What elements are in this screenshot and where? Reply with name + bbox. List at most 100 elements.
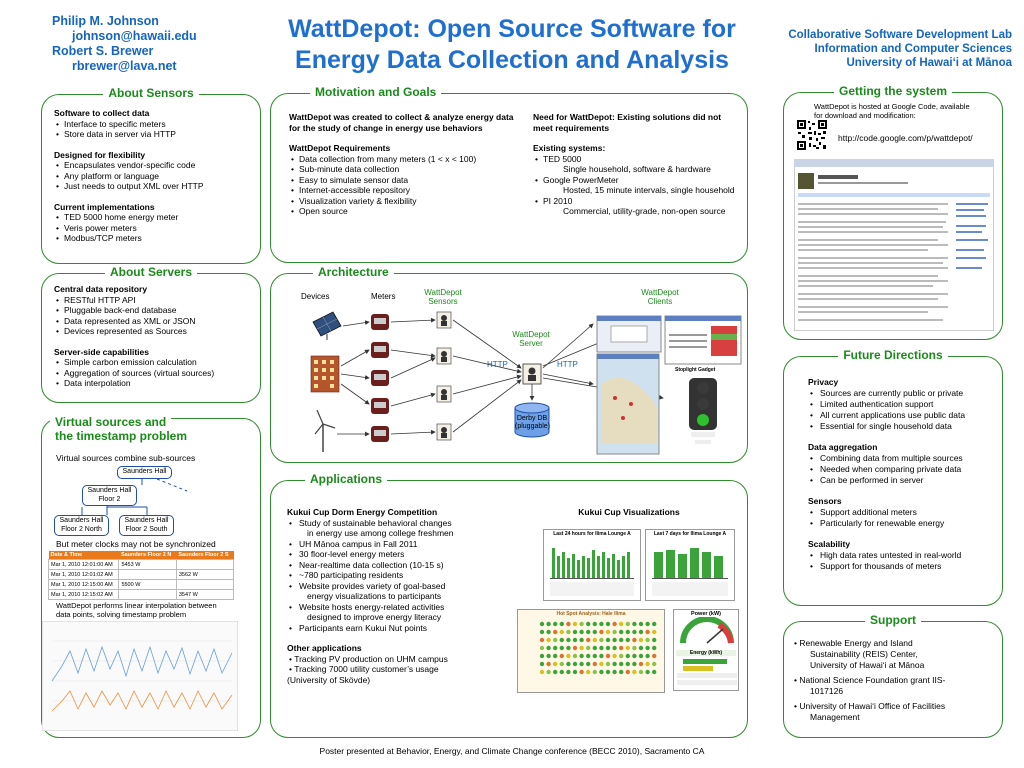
hotspot-dot bbox=[559, 645, 564, 651]
solar-panel-icon bbox=[312, 311, 342, 340]
hotspot-dot bbox=[572, 629, 578, 635]
hotspot-dot bbox=[539, 621, 545, 627]
hotspot-dot bbox=[638, 661, 644, 667]
hotspot-dot bbox=[599, 661, 604, 667]
hotspot-dot bbox=[566, 653, 571, 659]
about-servers-panel: About Servers Central data repository RE… bbox=[41, 265, 261, 403]
hotspot-dot bbox=[619, 661, 624, 667]
node-saunders-hall: Saunders Hall bbox=[117, 466, 172, 479]
list-subitem: Commercial, utility-grade, non-open sour… bbox=[563, 206, 726, 216]
server-label: WattDepot Server bbox=[507, 330, 555, 348]
node-label: Saunders Hall bbox=[59, 517, 104, 524]
hotspot-dot bbox=[579, 653, 584, 659]
affiliation-line-1: Collaborative Software Development Lab bbox=[788, 29, 1012, 41]
hotspot-dot bbox=[579, 629, 584, 635]
stoplight-gadget-label: Stoplight Gadget bbox=[675, 367, 716, 373]
list-item: Data collection from many meters (1 < x … bbox=[289, 154, 514, 165]
devices-label: Devices bbox=[301, 292, 330, 301]
hotspot-dot bbox=[566, 645, 571, 651]
hotspot-dot bbox=[546, 661, 551, 667]
timestamp-table: Date & Time Saunders Floor 2 N Saunders … bbox=[47, 551, 235, 600]
virtual-intro: Virtual sources combine sub-sources bbox=[56, 453, 196, 463]
list-item: Devices represented as Sources bbox=[54, 326, 258, 337]
sensors-heading-3: Current implementations bbox=[54, 201, 155, 212]
node-floor2-south: Saunders Hall Floor 2 South bbox=[119, 515, 174, 536]
need-heading: Need for WattDepot: Existing solutions d… bbox=[533, 112, 722, 133]
node-label: Floor 2 South bbox=[125, 525, 168, 533]
hotspot-dot bbox=[579, 669, 584, 675]
support-subitem: 1017126 bbox=[810, 686, 844, 696]
author-name-2: Robert S. Brewer bbox=[52, 44, 154, 58]
list-item: Data represented as XML or JSON bbox=[54, 316, 258, 327]
future-directions-panel: Future Directions Privacy Sources are cu… bbox=[783, 348, 1003, 606]
list-item: TED 5000 home energy meter bbox=[54, 212, 254, 223]
hotspot-dot bbox=[572, 669, 578, 675]
meter-icon bbox=[371, 314, 389, 442]
hotspot-dot bbox=[652, 661, 657, 667]
http-label-left: HTTP bbox=[487, 360, 508, 369]
hotspot-dot bbox=[632, 661, 637, 667]
hotspot-dot bbox=[612, 637, 617, 643]
node-saunders-floor2: Saunders Hall Floor 2 bbox=[82, 485, 137, 506]
project-url-link[interactable]: http://code.google.com/p/wattdepot/ bbox=[838, 133, 973, 143]
hotspot-dot bbox=[652, 629, 657, 635]
list-item: 30 floor-level energy meters bbox=[287, 549, 507, 560]
support-item: • Renewable Energy and Island bbox=[794, 638, 913, 648]
hotspot-dot bbox=[579, 645, 584, 651]
hotspot-dot bbox=[599, 653, 604, 659]
hotspot-dot bbox=[586, 645, 591, 651]
kukui-heading: Kukui Cup Dorm Energy Competition bbox=[287, 507, 438, 517]
list-item: Can be performed in server bbox=[808, 475, 998, 486]
applications-panel: Applications Kukui Cup Dorm Energy Compe… bbox=[270, 472, 748, 738]
hotspot-dot bbox=[553, 637, 558, 643]
hotspot-dot bbox=[632, 637, 637, 643]
list-subitem: in energy use among college freshmen bbox=[307, 528, 454, 538]
clients-label: WattDepot Clients bbox=[636, 288, 684, 306]
hotspot-dot bbox=[625, 621, 630, 627]
requirements-heading: WattDepot Requirements bbox=[289, 143, 391, 153]
hotspot-dot bbox=[645, 629, 650, 635]
hotspot-dot bbox=[592, 661, 597, 667]
client-map-image bbox=[596, 353, 660, 455]
hotspot-dot bbox=[559, 637, 564, 643]
hotspot-dot bbox=[572, 653, 578, 659]
interpolation-chart-image bbox=[42, 621, 238, 731]
chart-7d-image: Last 7 days for Ilima Lounge A bbox=[645, 529, 735, 601]
list-item: Particularly for renewable energy bbox=[808, 518, 998, 529]
hotspot-dot bbox=[572, 637, 578, 643]
hotspot-dot bbox=[559, 629, 564, 635]
servers-heading-2: Server-side capabilities bbox=[54, 346, 149, 357]
about-servers-title: About Servers bbox=[104, 265, 198, 279]
hotspot-dot bbox=[652, 645, 657, 651]
chart-7d-title: Last 7 days for Ilima Lounge A bbox=[653, 531, 727, 537]
hotspot-dot bbox=[599, 645, 604, 651]
hotspot-dot bbox=[605, 653, 611, 659]
list-subitem: designed to improve energy literacy bbox=[307, 612, 442, 622]
hotspot-dot bbox=[625, 629, 630, 635]
table-header: Saunders Floor 2 N bbox=[118, 551, 177, 560]
hotspot-dot bbox=[579, 637, 584, 643]
list-item: Website provides variety of goal-based bbox=[287, 581, 507, 592]
hotspot-dot bbox=[559, 669, 564, 675]
hotspot-dot bbox=[612, 621, 617, 627]
hotspot-dot bbox=[638, 621, 644, 627]
hotspot-dot bbox=[572, 661, 578, 667]
hotspot-dot bbox=[612, 645, 617, 651]
list-item: Modbus/TCP meters bbox=[54, 233, 254, 244]
hotspot-dot bbox=[625, 637, 630, 643]
hotspot-dot bbox=[559, 621, 564, 627]
list-subitem: (University of Skövde) bbox=[287, 674, 371, 685]
hotspot-dot bbox=[539, 645, 545, 651]
servers-heading-1: Central data repository bbox=[54, 284, 148, 294]
hotspot-dot bbox=[605, 629, 611, 635]
applications-title: Applications bbox=[305, 472, 388, 486]
hotspot-dot bbox=[645, 645, 650, 651]
hotspot-dot bbox=[586, 669, 591, 675]
list-item: All current applications use public data bbox=[808, 410, 998, 421]
hotspot-dot bbox=[559, 653, 564, 659]
list-item: Participants earn Kukui Nut points bbox=[287, 623, 507, 634]
hotspot-dot bbox=[586, 637, 591, 643]
sensors-label: WattDepot Sensors bbox=[419, 288, 467, 306]
power-gauge-image: Power (kW) Energy (kWh) bbox=[673, 609, 739, 691]
